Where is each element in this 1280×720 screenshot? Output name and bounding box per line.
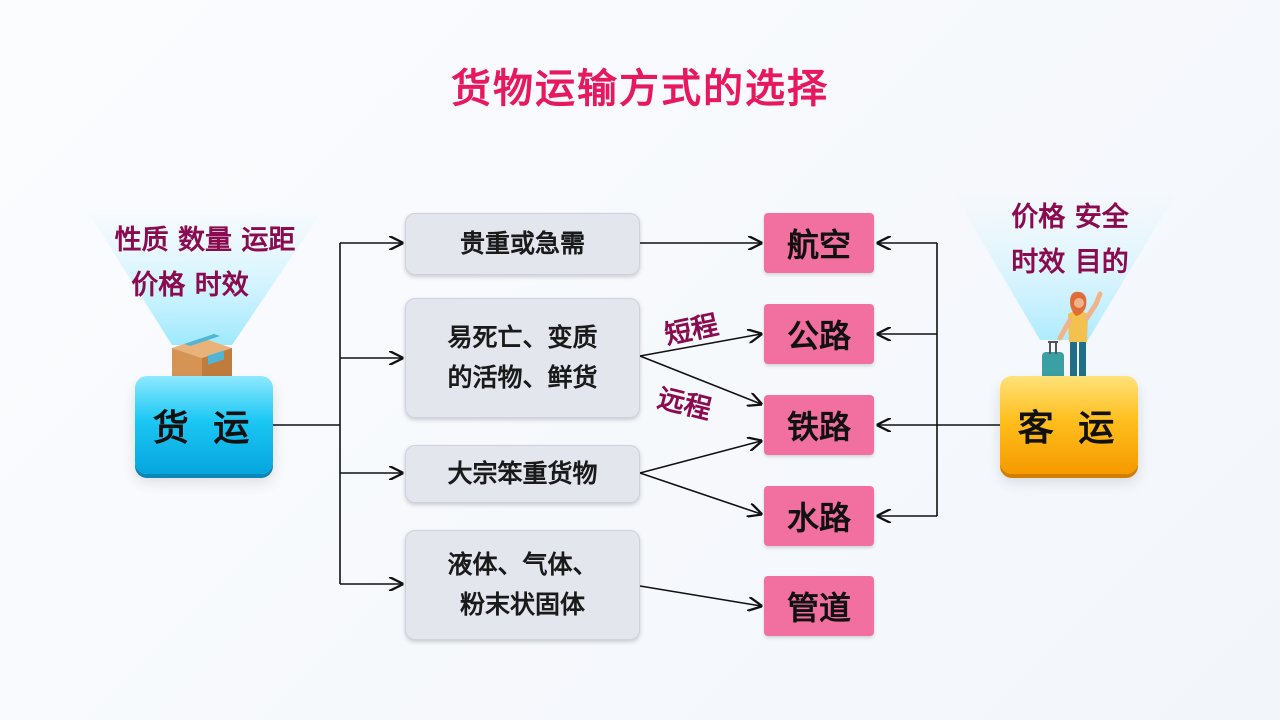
mode-air: 航空	[764, 213, 874, 273]
category-fluid-powder: 液体、气体、 粉末状固体	[405, 530, 640, 640]
link-fluid-pipeline	[639, 585, 761, 606]
mode-pipeline: 管道	[764, 576, 874, 636]
link-bulk-water	[639, 472, 761, 514]
passenger-spotlight	[955, 195, 1175, 340]
cargo-spotlight	[90, 215, 320, 345]
cargo-node: 货 运	[135, 376, 273, 474]
link-bulk-rail	[639, 441, 761, 474]
mode-water: 水路	[764, 486, 874, 546]
mode-road: 公路	[764, 304, 874, 364]
passenger-node: 客 运	[1000, 376, 1138, 474]
cargo-factors-line1: 性质 数量 运距	[114, 225, 296, 256]
category-bulk-heavy: 大宗笨重货物	[405, 445, 640, 503]
category-valuable-urgent: 贵重或急需	[405, 213, 640, 275]
link-perishable-rail	[639, 355, 761, 404]
passenger-factors-line1: 价格 安全	[1011, 202, 1129, 233]
cargo-factors-line2: 价格 时效	[131, 270, 249, 301]
link-perishable-road	[639, 334, 761, 357]
category-perishable: 易死亡、变质 的活物、鲜货	[405, 298, 640, 418]
page-title: 货物运输方式的选择	[451, 66, 829, 112]
passenger-factors-line2: 时效 目的	[1011, 247, 1129, 278]
mode-rail: 铁路	[764, 395, 874, 455]
